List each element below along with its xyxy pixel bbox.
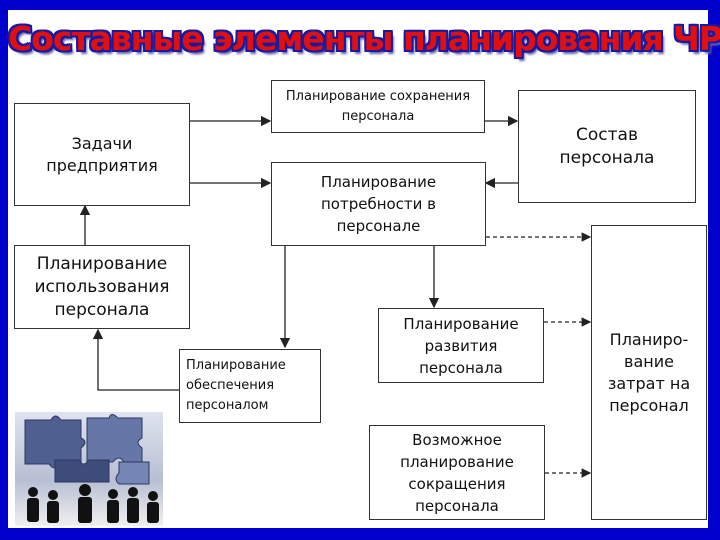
arrow-provision-to-usage [92, 328, 179, 391]
page-title: Составные элементы планирования ЧР [8, 19, 720, 58]
box-staff: Состав персонала [518, 90, 696, 203]
box-needs: Планирование потребности в персонале [271, 162, 486, 246]
box-provision: Планирование обеспечения персоналом [179, 349, 321, 423]
box-development: Планирование развития персонала [378, 308, 544, 383]
box-reduction: Возможное планирование сокращения персон… [369, 425, 545, 520]
box-usage: Планирование использования персонала [14, 245, 190, 329]
box-retention: Планирование сохранения персонала [271, 80, 485, 133]
box-costs: Планиро-вание затрат на персонал [591, 225, 707, 520]
puzzle-people-image [15, 412, 163, 526]
box-tasks: Задачи предприятия [14, 103, 190, 206]
